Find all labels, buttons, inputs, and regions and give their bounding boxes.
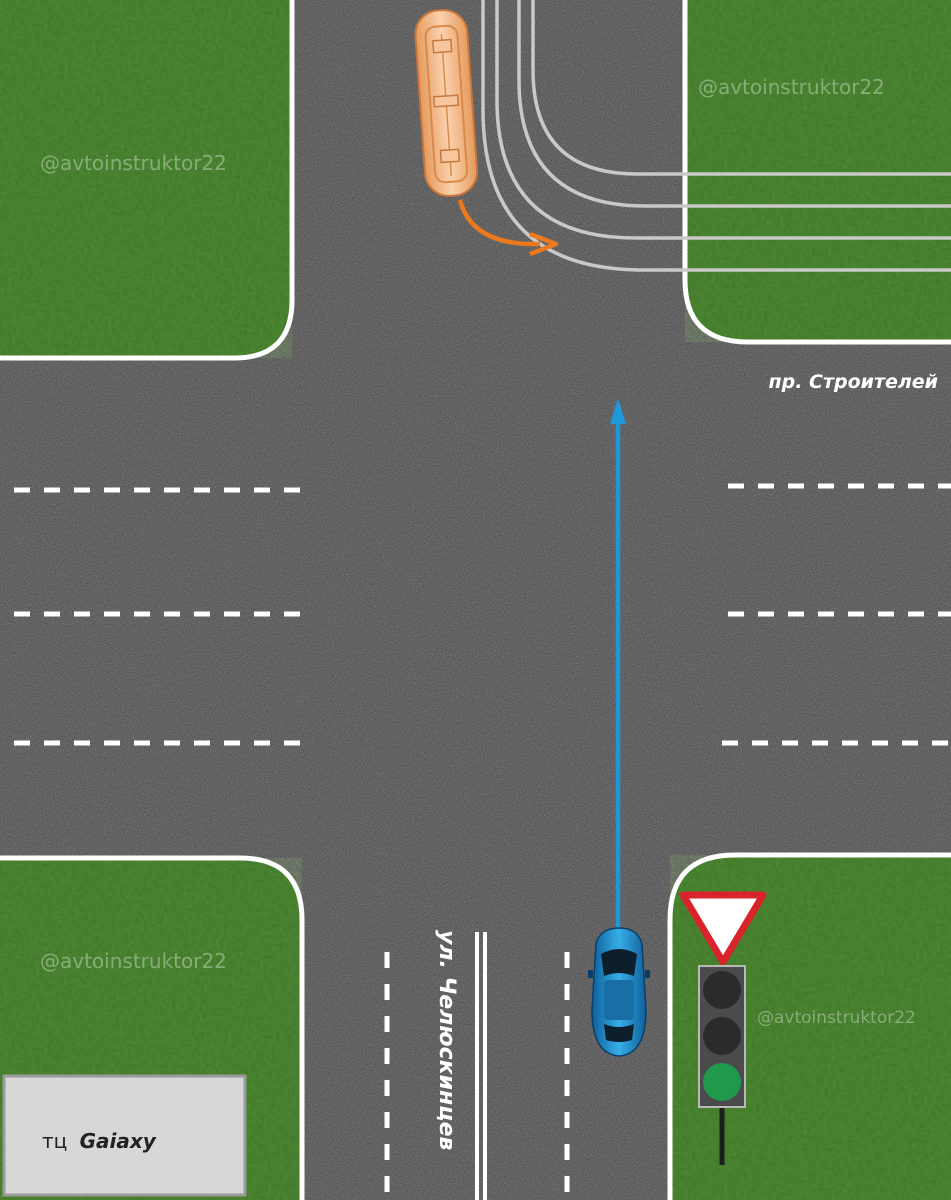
lane-markings-horizontal <box>14 483 951 746</box>
signal-red-off <box>703 971 741 1009</box>
tram-path-arrow <box>457 199 559 257</box>
car-path-arrow <box>610 398 626 930</box>
blue-car <box>588 927 650 1057</box>
grass-top-left <box>0 0 295 361</box>
grass-bottom-right <box>667 852 951 1200</box>
lane-markings-vertical <box>384 932 570 1200</box>
signal-yellow-off <box>703 1017 741 1055</box>
street-name-vertical: ул. Челюскинцев <box>434 930 459 1150</box>
signal-green-on <box>703 1063 741 1101</box>
building-prefix: тц <box>42 1129 67 1153</box>
tram-rails <box>481 0 951 272</box>
watermark-top-left: @avtoinstruktor22 <box>40 151 227 175</box>
shopping-center: тц Gaiaxy <box>2 1074 247 1197</box>
street-name-horizontal: пр. Строителей <box>769 371 939 393</box>
svg-text:тц Gaiaxy: тц Gaiaxy <box>42 1129 157 1153</box>
grass-top-right <box>682 0 951 345</box>
watermark-bottom-left: @avtoinstruktor22 <box>40 949 227 973</box>
watermark-top-right: @avtoinstruktor22 <box>698 75 885 99</box>
watermark-bottom-right: @avtoinstruktor22 <box>757 1008 916 1028</box>
yield-sign-icon <box>679 891 767 966</box>
tram <box>414 9 479 197</box>
traffic-light <box>698 965 746 1165</box>
watermarks: @avtoinstruktor22 @avtoinstruktor22 @avt… <box>40 75 916 1028</box>
building-name: Gaiaxy <box>80 1129 157 1153</box>
